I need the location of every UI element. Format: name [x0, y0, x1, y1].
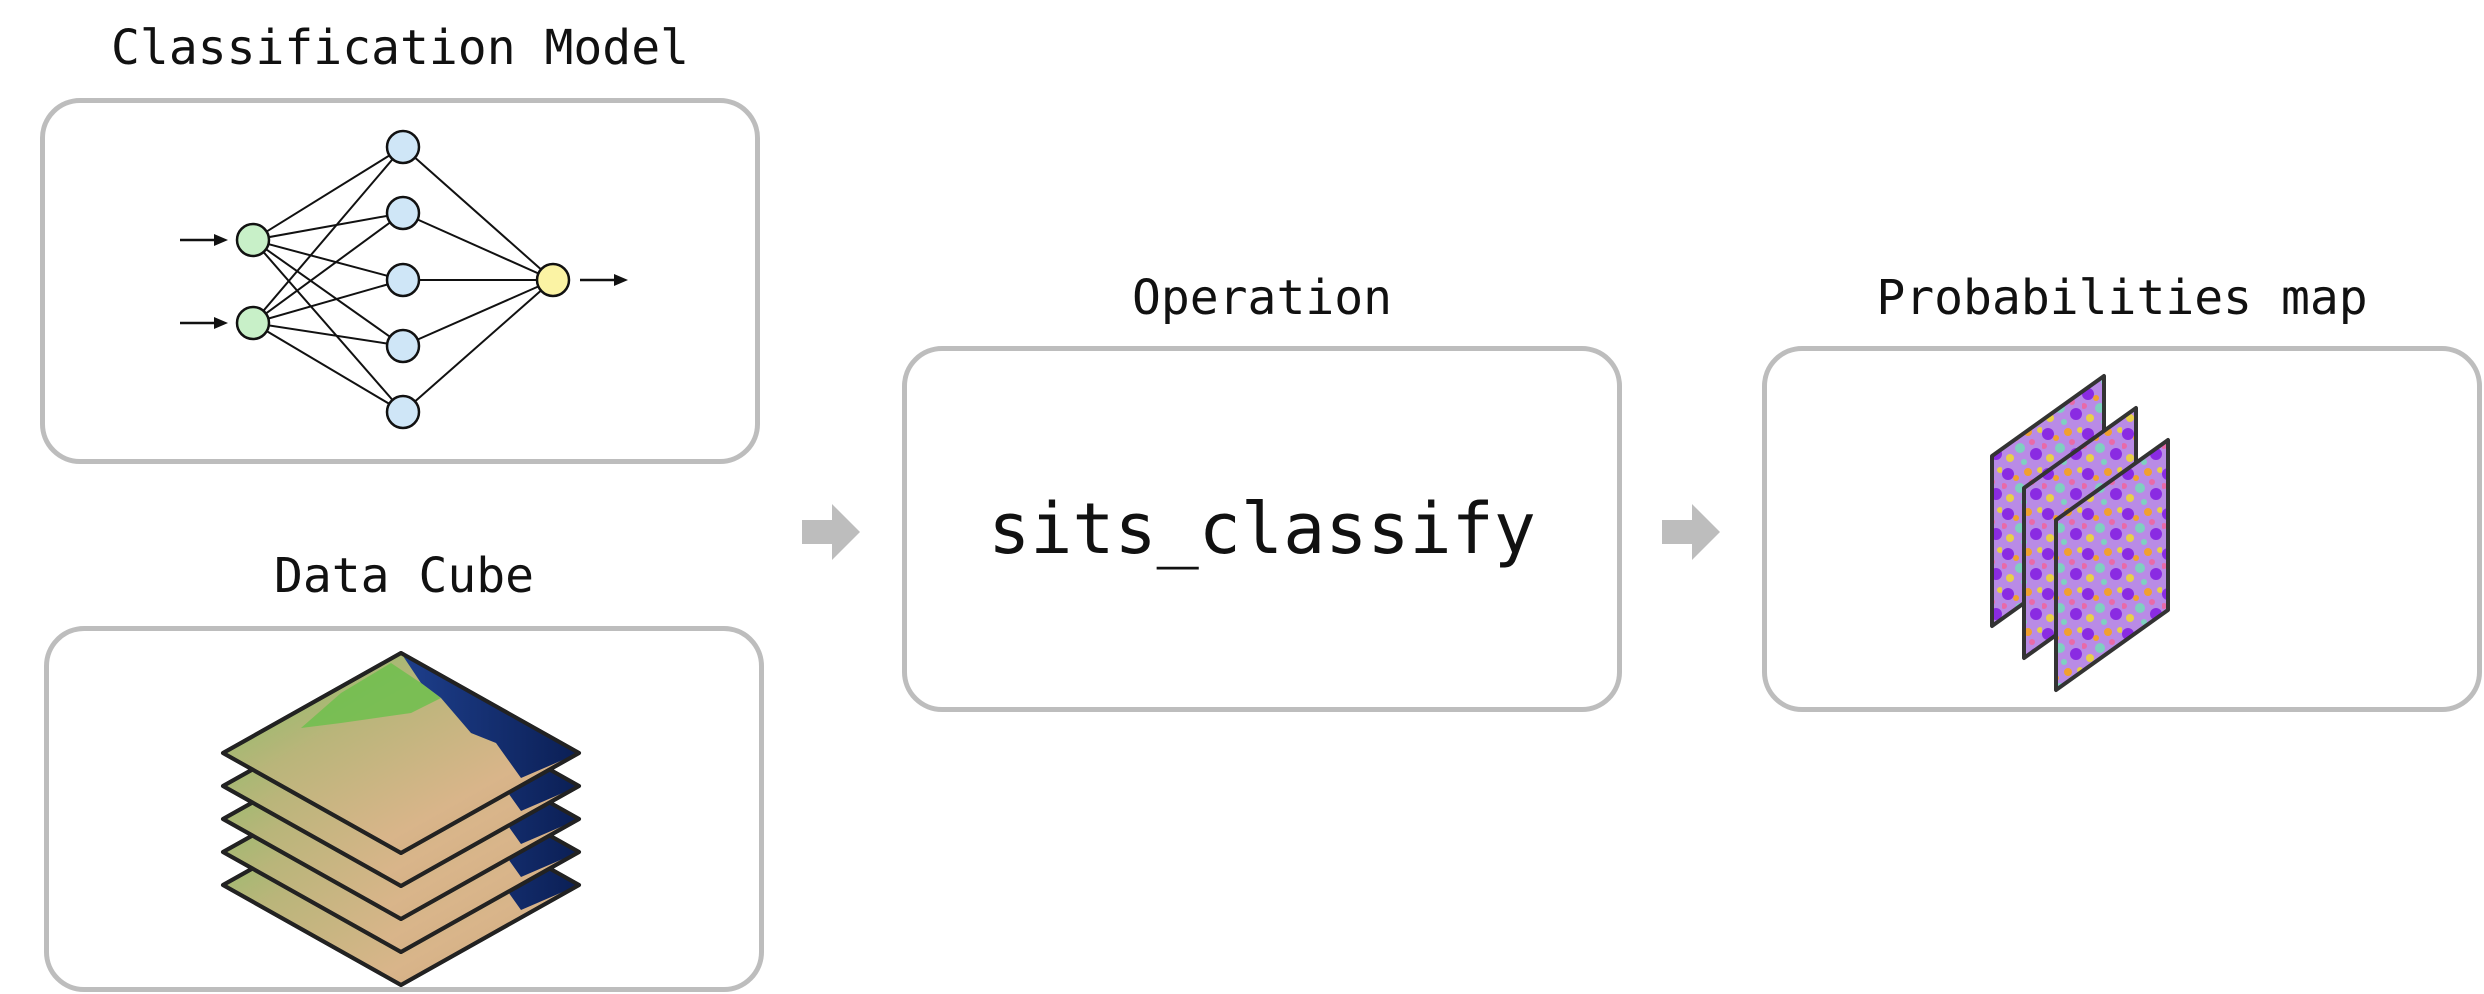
- nn-edge: [402, 146, 554, 281]
- data-cube-title: Data Cube: [273, 548, 535, 604]
- operation-function-name: sits_classify: [988, 488, 1536, 570]
- nn-output-arrow: [580, 274, 628, 286]
- nn-input-node: [235, 305, 271, 341]
- nn-edge: [252, 239, 404, 281]
- nn-input-arrow: [180, 317, 228, 329]
- nn-edge: [252, 239, 404, 347]
- nn-hidden-node: [385, 195, 421, 231]
- nn-edge: [252, 146, 404, 241]
- classification-model-title: Classification Model: [111, 20, 689, 76]
- nn-edge: [252, 212, 404, 241]
- nn-edge: [252, 322, 404, 347]
- flow-arrow-right-icon: [802, 504, 860, 560]
- nn-edge: [252, 146, 404, 324]
- data-cube-stack-icon: [221, 651, 581, 987]
- nn-edge: [252, 239, 404, 413]
- probabilities-map-title: Probabilities map: [1876, 270, 2368, 326]
- nn-hidden-node: [385, 394, 421, 430]
- nn-edge: [402, 279, 554, 347]
- nn-output-node: [535, 262, 571, 298]
- data-cube-box: [44, 626, 764, 992]
- nn-hidden-node: [385, 129, 421, 165]
- nn-edge: [252, 322, 404, 413]
- data-cube-layer: [221, 651, 581, 855]
- operation-title: Operation: [1131, 270, 1393, 326]
- nn-hidden-node: [385, 328, 421, 364]
- operation-box: sits_classify: [902, 346, 1622, 712]
- probability-map-layers-icon: [1990, 374, 2170, 692]
- classification-model-box: [40, 98, 760, 464]
- flow-arrow-right-icon: [1662, 504, 1720, 560]
- nn-input-arrow: [180, 234, 228, 246]
- nn-input-node: [235, 222, 271, 258]
- nn-edge: [252, 279, 404, 324]
- probability-map-layer: [2054, 438, 2170, 692]
- nn-edge: [402, 279, 554, 413]
- neural-network-icon: [180, 129, 628, 430]
- nn-edge: [252, 212, 404, 324]
- probabilities-map-box: [1762, 346, 2482, 712]
- nn-edge: [402, 212, 554, 281]
- nn-hidden-node: [385, 262, 421, 298]
